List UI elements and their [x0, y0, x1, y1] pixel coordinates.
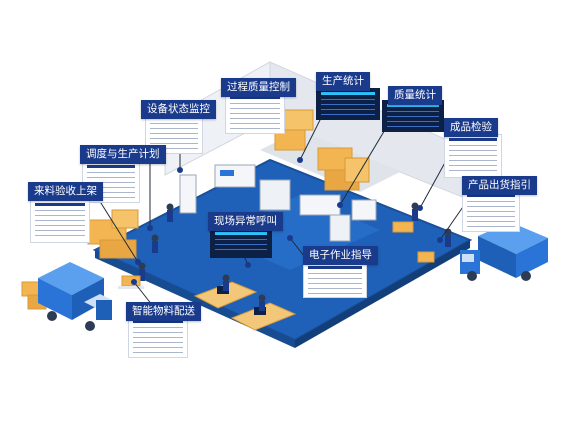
- production-machine-icon: [179, 164, 377, 242]
- label-quality-stats: 质量统计: [388, 86, 442, 105]
- monitor-screen-icon: [210, 228, 272, 258]
- monitor-screen-icon: [225, 92, 285, 134]
- callout-dots: [131, 127, 443, 285]
- floor-edge-right: [295, 240, 470, 348]
- label-process-quality: 过程质量控制: [221, 78, 296, 97]
- monitor-screen-icon: [316, 88, 380, 120]
- monitor-screen-icon: [30, 199, 90, 243]
- monitor-screen-icon: [444, 134, 502, 178]
- label-smart-delivery: 智能物料配送: [126, 302, 201, 321]
- label-electronic-guidance: 电子作业指导: [303, 246, 378, 265]
- forklift-icon: [118, 221, 435, 289]
- cardboard-box-icon: [274, 109, 370, 191]
- monitor-screen-icon: [462, 190, 520, 232]
- truck-icon: [38, 262, 112, 331]
- label-product-shipping: 产品出货指引: [462, 176, 537, 195]
- label-production-stats: 生产统计: [316, 72, 370, 91]
- label-incoming-receiving: 来料验收上架: [28, 182, 103, 201]
- monitor-screen-icon: [303, 262, 367, 298]
- label-device-monitor: 设备状态监控: [141, 100, 216, 119]
- label-schedule-plan: 调度与生产计划: [80, 145, 166, 164]
- label-onsite-alarm: 现场异常呼叫: [208, 212, 283, 231]
- label-finished-inspection: 成品检验: [444, 118, 498, 137]
- monitor-screen-icon: [128, 316, 188, 358]
